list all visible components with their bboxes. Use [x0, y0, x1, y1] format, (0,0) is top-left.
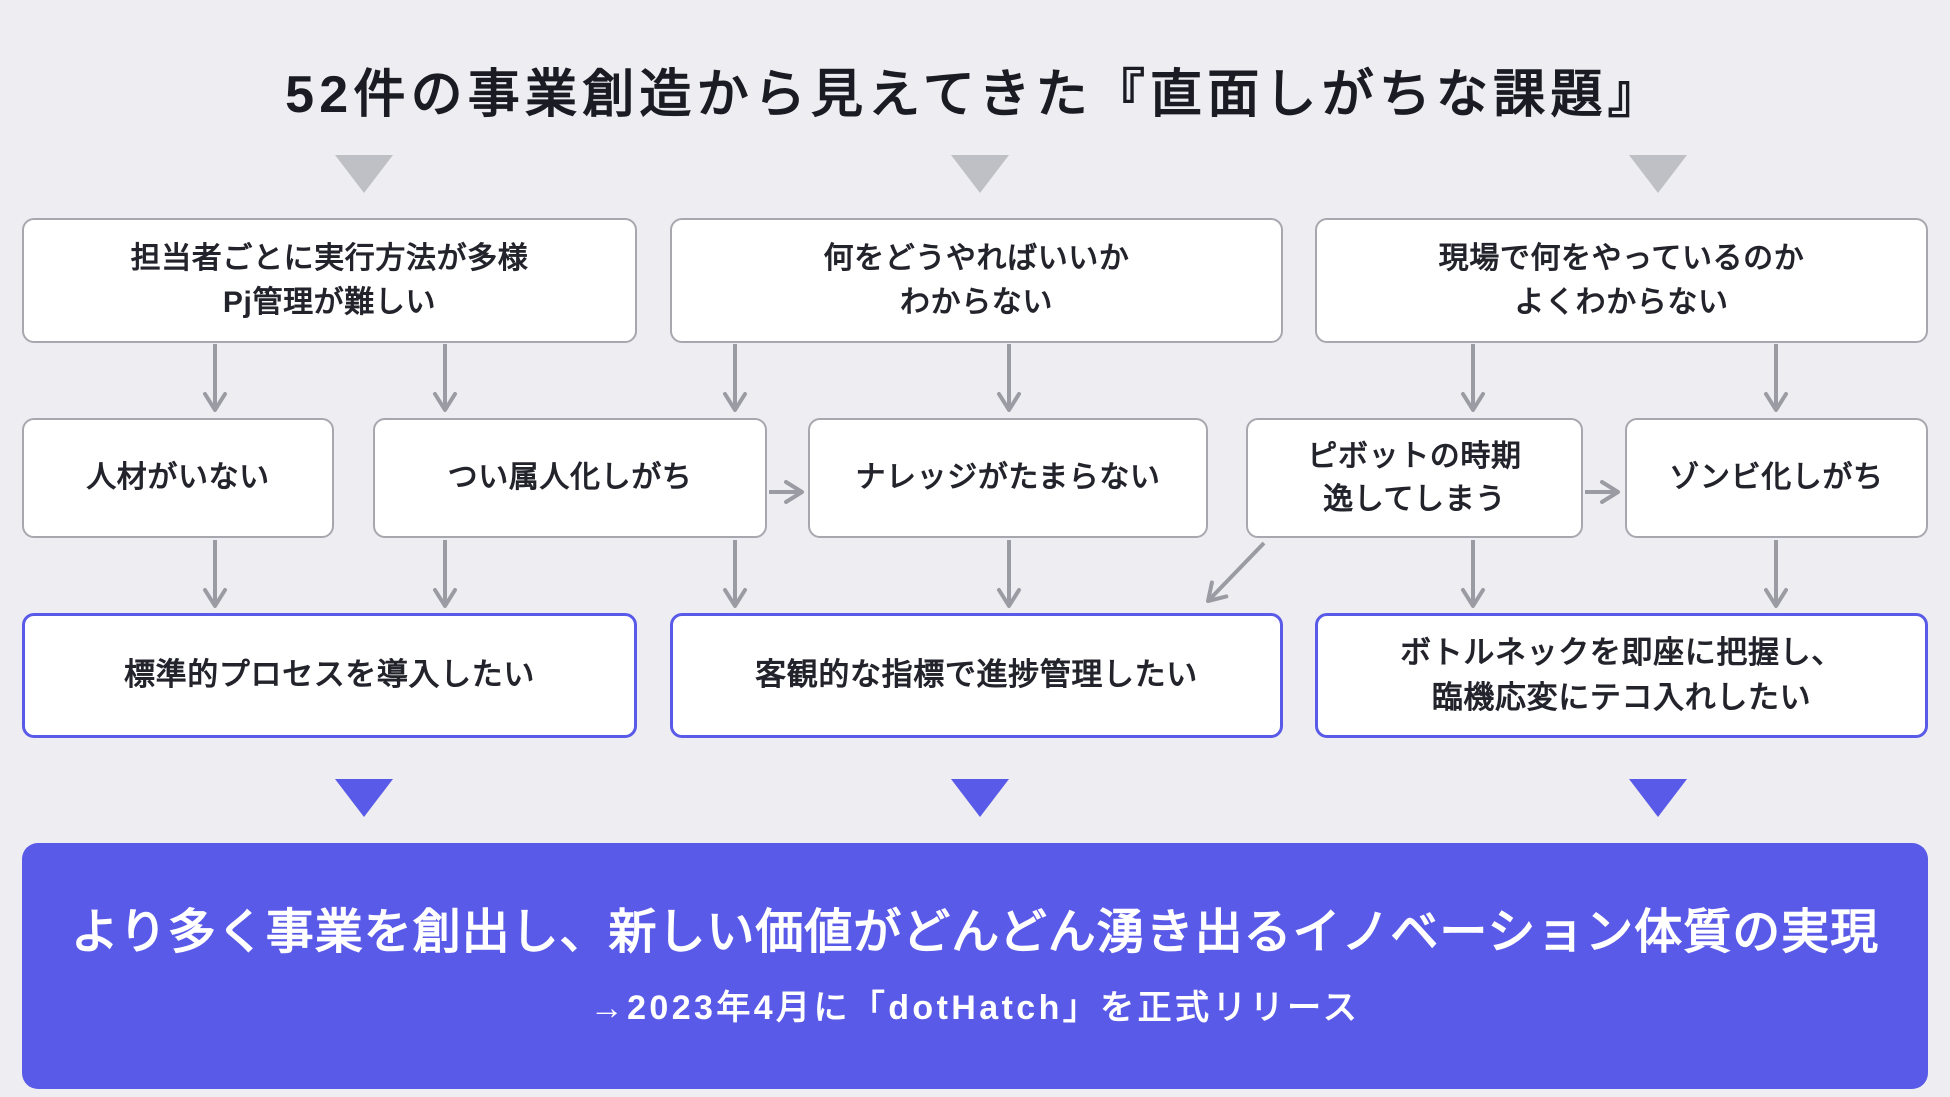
node-no-visibility: 現場で何をやっているのか よくわからない: [1315, 218, 1928, 343]
node-text: つい属人化しがち: [447, 461, 693, 495]
node-unclear-how: 何をどうやればいいか わからない: [670, 218, 1283, 343]
node-text: 臨機応変にテコ入れしたい: [1431, 679, 1812, 715]
node-no-talent: 人材がいない: [22, 418, 334, 538]
down-triangle-icon: [335, 155, 393, 193]
node-text: よくわからない: [1514, 285, 1729, 319]
node-text: 標準的プロセスを導入したい: [123, 657, 536, 693]
node-text: ボトルネックを即座に把握し、: [1400, 634, 1843, 670]
down-triangle-icon: [951, 155, 1009, 193]
node-missed-pivot: ピボットの時期 逸してしまう: [1246, 418, 1583, 538]
down-triangle-accent-icon: [1629, 779, 1687, 817]
need-objective-metrics: 客観的な指標で進捗管理したい: [670, 613, 1283, 738]
node-text: 客観的な指標で進捗管理したい: [755, 657, 1198, 693]
node-text: 人材がいない: [86, 461, 270, 495]
release-note: →2023年4月に「dotHatch」を正式リリース: [589, 988, 1361, 1027]
node-personalized-work: つい属人化しがち: [373, 418, 767, 538]
node-text: ナレッジがたまらない: [855, 461, 1161, 495]
page-title: 52件の事業創造から見えてきた『直面しがちな課題』: [285, 66, 1665, 124]
node-no-knowledge: ナレッジがたまらない: [808, 418, 1208, 538]
node-text: 担当者ごとに実行方法が多様: [130, 242, 529, 275]
node-text: ピボットの時期: [1307, 439, 1522, 473]
goal-statement: より多く事業を創出し、新しい価値がどんどん湧き出るイノベーション体質の実現: [70, 905, 1880, 959]
node-zombie-project: ゾンビ化しがち: [1625, 418, 1928, 538]
need-standard-process: 標準的プロセスを導入したい: [22, 613, 637, 738]
goal-banner: より多く事業を創出し、新しい価値がどんどん湧き出るイノベーション体質の実現 →2…: [22, 843, 1928, 1089]
down-triangle-accent-icon: [335, 779, 393, 817]
node-text: 何をどうやればいいか: [823, 242, 1130, 275]
node-text: 逸してしまう: [1323, 483, 1506, 516]
node-text: Pj管理が難しい: [222, 285, 437, 319]
node-text: わからない: [900, 285, 1053, 319]
need-bottleneck-grasp: ボトルネックを即座に把握し、 臨機応変にテコ入れしたい: [1315, 613, 1928, 738]
down-triangle-icon: [1629, 155, 1687, 193]
node-text: 現場で何をやっているのか: [1438, 242, 1805, 275]
node-text: ゾンビ化しがち: [1669, 461, 1884, 495]
node-varied-methods: 担当者ごとに実行方法が多様 Pj管理が難しい: [22, 218, 637, 343]
down-triangle-accent-icon: [951, 779, 1009, 817]
